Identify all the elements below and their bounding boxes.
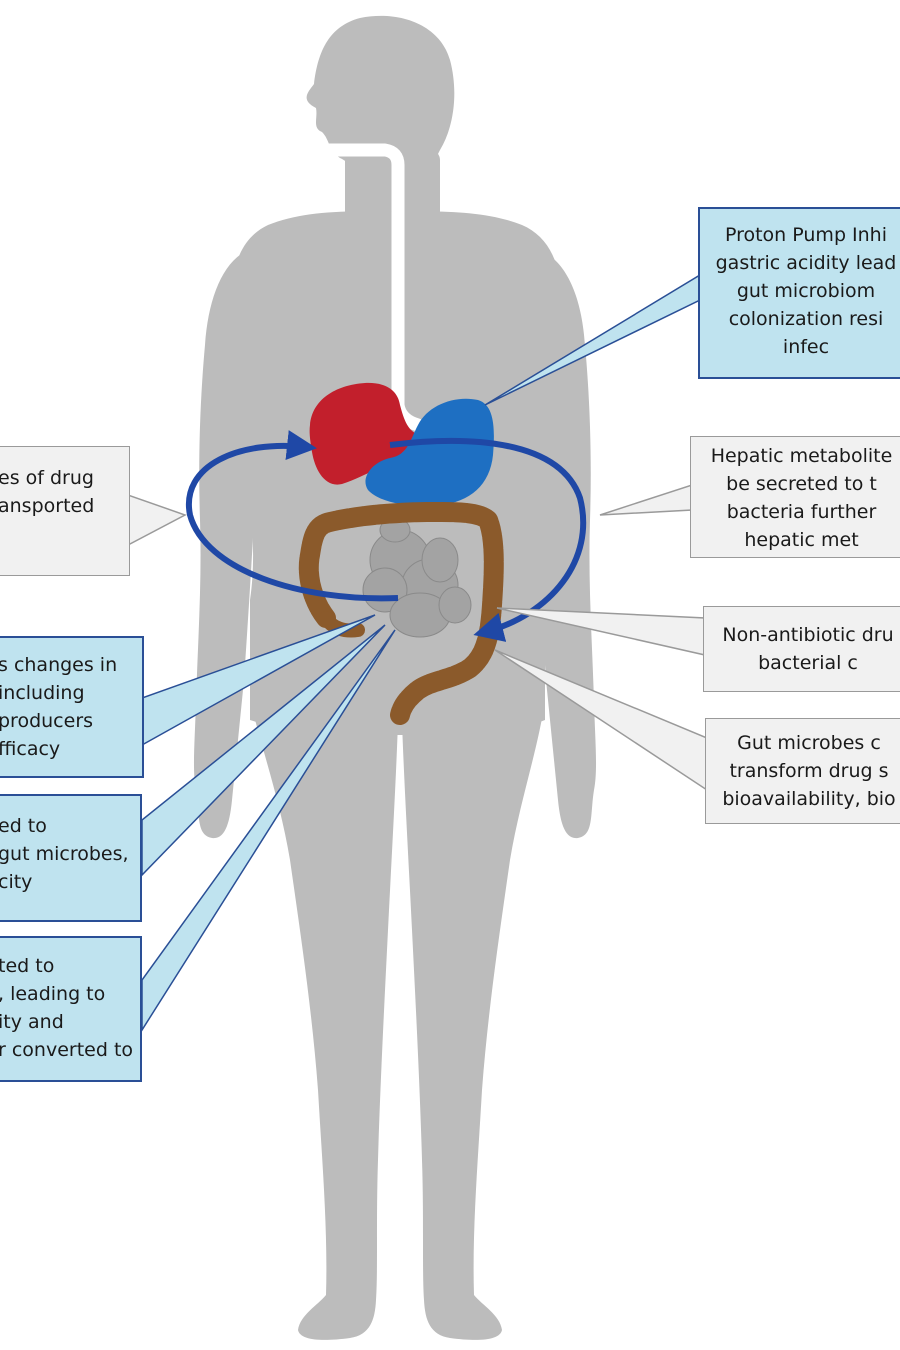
callout-line: be secreted to t bbox=[699, 470, 900, 498]
callout-line: bacterial c bbox=[712, 649, 900, 677]
callout-line: colonization resi bbox=[708, 305, 900, 333]
callout-line: r converted to bbox=[0, 1036, 140, 1064]
callout-line: ed to bbox=[0, 812, 140, 840]
callout-proton-pump: Proton Pump Inhi gastric acidity lead gu… bbox=[698, 207, 900, 379]
callout-line: Hepatic metabolite bbox=[699, 442, 900, 470]
callout-non-antibiotic: Non-antibiotic dru bacterial c bbox=[703, 606, 900, 692]
callout-line: gut microbes, bbox=[0, 840, 140, 868]
leg-right bbox=[402, 700, 545, 1340]
callout-line: gastric acidity lead bbox=[708, 249, 900, 277]
callout-gut-microbes: Gut microbes c transform drug s bioavail… bbox=[705, 718, 900, 824]
callout-line: s changes in bbox=[0, 651, 142, 679]
callout-line: Non-antibiotic dru bbox=[712, 621, 900, 649]
callout-line: Gut microbes c bbox=[714, 729, 900, 757]
callout-line: bioavailability, bio bbox=[714, 785, 900, 813]
callout-line: ansported bbox=[0, 492, 129, 520]
callout-line: bacteria further bbox=[699, 498, 900, 526]
callout-line: producers bbox=[0, 707, 142, 735]
callout-line: city bbox=[0, 868, 140, 896]
callout-line: gut microbiom bbox=[708, 277, 900, 305]
callout-line: transform drug s bbox=[714, 757, 900, 785]
callout-line: ted to bbox=[0, 952, 140, 980]
callout-line: es of drug bbox=[0, 464, 129, 492]
callout-hepatic-metabolites: Hepatic metabolite be secreted to t bact… bbox=[690, 436, 900, 558]
callout-line: fficacy bbox=[0, 735, 142, 763]
callout-converted: ted to , leading to ity and r converted … bbox=[0, 936, 142, 1082]
callout-drug-transport: es of drug ansported bbox=[0, 446, 130, 576]
callout-line: , leading to bbox=[0, 980, 140, 1008]
callout-line: Proton Pump Inhi bbox=[708, 221, 900, 249]
callout-line: infec bbox=[708, 333, 900, 361]
callout-line: ity and bbox=[0, 1008, 140, 1036]
callout-line: including bbox=[0, 679, 142, 707]
callout-changes: s changes in including producers fficacy bbox=[0, 636, 144, 778]
callout-line: hepatic met bbox=[699, 526, 900, 554]
leg-left bbox=[250, 700, 398, 1340]
callout-microbes-toxicity: ed to gut microbes, city bbox=[0, 794, 142, 922]
